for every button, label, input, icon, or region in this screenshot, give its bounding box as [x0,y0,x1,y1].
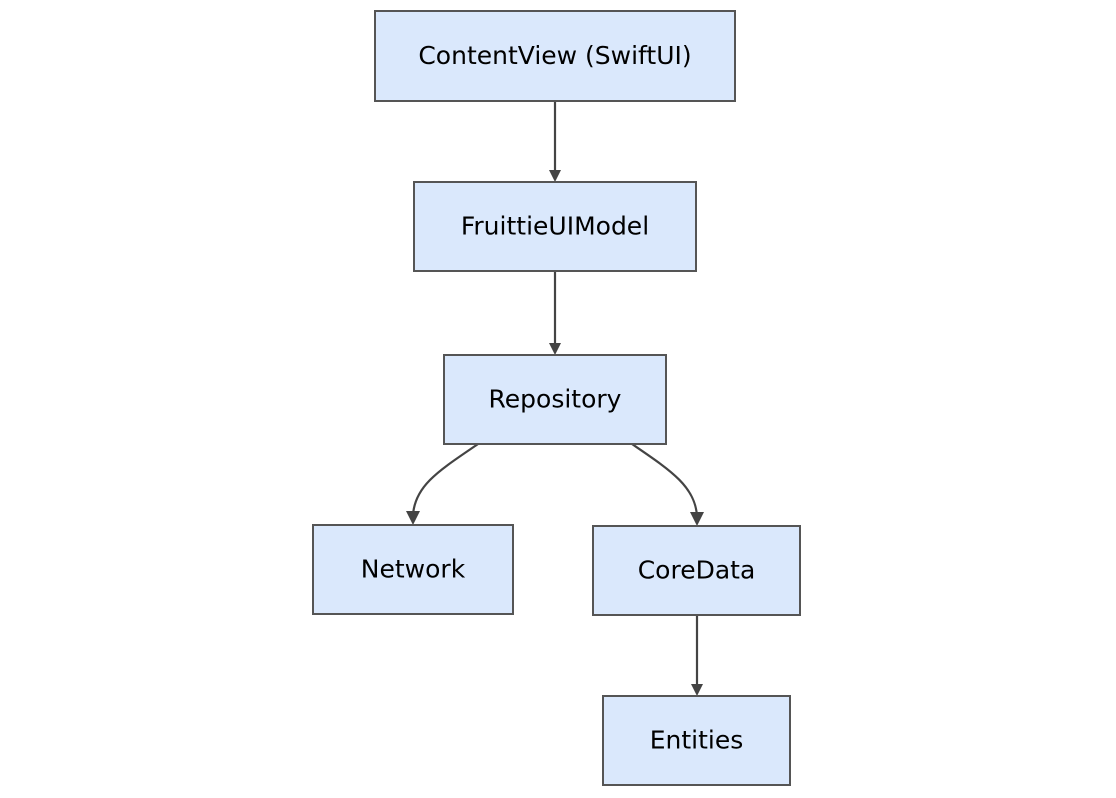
arrowhead-icon [549,170,561,182]
node-entities[interactable]: Entities [602,695,791,786]
node-coredata[interactable]: CoreData [592,525,801,616]
edge-fruittieuimodel-to-repository [549,271,561,355]
node-repository[interactable]: Repository [443,354,667,445]
arrowhead-icon [690,512,704,526]
node-contentview[interactable]: ContentView (SwiftUI) [374,10,736,102]
node-label-contentview: ContentView (SwiftUI) [418,41,691,70]
node-box-network[interactable] [312,524,514,615]
node-network[interactable]: Network [312,524,514,615]
node-box-entities[interactable] [602,695,791,786]
node-box-fruittieuimodel[interactable] [413,181,697,272]
edge-contentview-to-fruittieuimodel [549,101,561,182]
node-box-coredata[interactable] [592,525,801,616]
arrowhead-icon [549,343,561,355]
edge-repository-to-coredata [631,443,704,526]
node-label-fruittieuimodel: FruittieUIModel [461,212,649,241]
node-box-contentview[interactable] [374,10,736,102]
node-label-entities: Entities [650,726,744,755]
edge-layer [406,101,704,696]
node-fruittieuimodel[interactable]: FruittieUIModel [413,181,697,272]
edge-line [411,443,479,516]
edge-coredata-to-entities [691,615,703,696]
edge-repository-to-network [406,443,479,525]
node-layer: ContentView (SwiftUI) FruittieUIModelRepo… [312,10,801,786]
arrowhead-icon [691,684,703,696]
node-box-repository[interactable] [443,354,667,445]
arrowhead-icon [406,511,420,525]
edge-line [631,443,699,517]
node-label-coredata: CoreData [638,556,756,585]
node-label-repository: Repository [489,385,622,414]
node-label-network: Network [361,555,466,584]
